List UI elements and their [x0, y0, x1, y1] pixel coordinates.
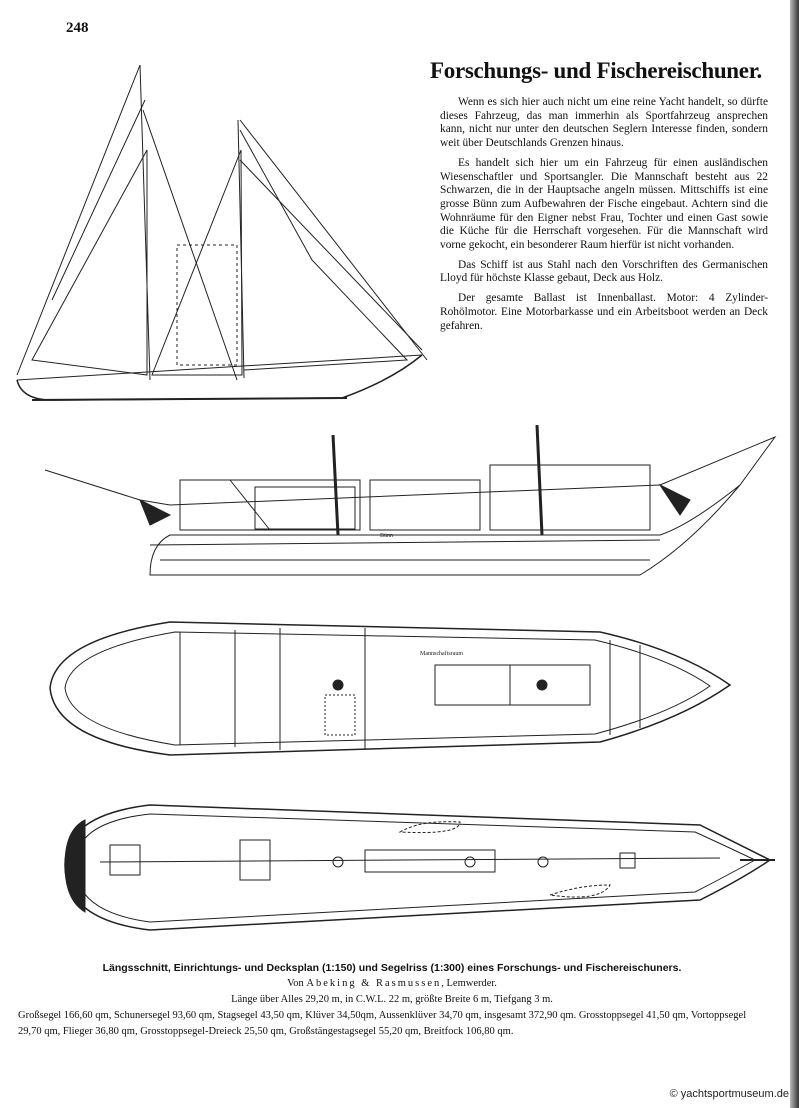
interior-plan-drawing: Mannschaftsraum: [49, 621, 732, 756]
caption-sail-areas: Großsegel 166,60 qm, Schunersegel 93,60 …: [18, 1010, 747, 1037]
paragraph: Das Schiff ist aus Stahl nach den Vorsch…: [440, 258, 768, 285]
paragraph: Es handelt sich hier um ein Fahrzeug für…: [440, 156, 768, 252]
article-title: Forschungs- und Fischereischuner.: [430, 58, 762, 83]
caption-prefix: Von: [287, 978, 307, 989]
sail-plan-drawing: [16, 64, 428, 401]
caption-title: Längsschnitt, Einrichtungs- und Deckspla…: [102, 962, 682, 974]
watermark: © yachtsportmuseum.de: [669, 1088, 789, 1100]
caption-builder: Von Abeking & Rasmussen, Lemwerder.: [12, 976, 772, 992]
label-mannschaftsraum: Mannschaftsraum: [420, 650, 463, 657]
paragraph: Der gesamte Ballast ist Innenballast. Mo…: [440, 292, 768, 332]
longitudinal-section-drawing: Bünn: [44, 425, 777, 576]
builder-name: Abeking & Rasmussen: [306, 978, 442, 989]
deck-plan-drawing: [64, 804, 775, 931]
page-edge-shadow: [790, 0, 799, 1108]
caption-suffix: , Lemwerder.: [441, 978, 497, 989]
article-body: Wenn es sich hier auch nicht um eine rei…: [440, 96, 768, 339]
label-buenn: Bünn: [380, 533, 393, 539]
figure-caption: Längsschnitt, Einrichtungs- und Deckspla…: [12, 960, 772, 1040]
page-number: 248: [66, 20, 89, 36]
caption-dimensions: Länge über Alles 29,20 m, in C.W.L. 22 m…: [231, 994, 553, 1005]
paragraph: Wenn es sich hier auch nicht um eine rei…: [440, 96, 768, 150]
